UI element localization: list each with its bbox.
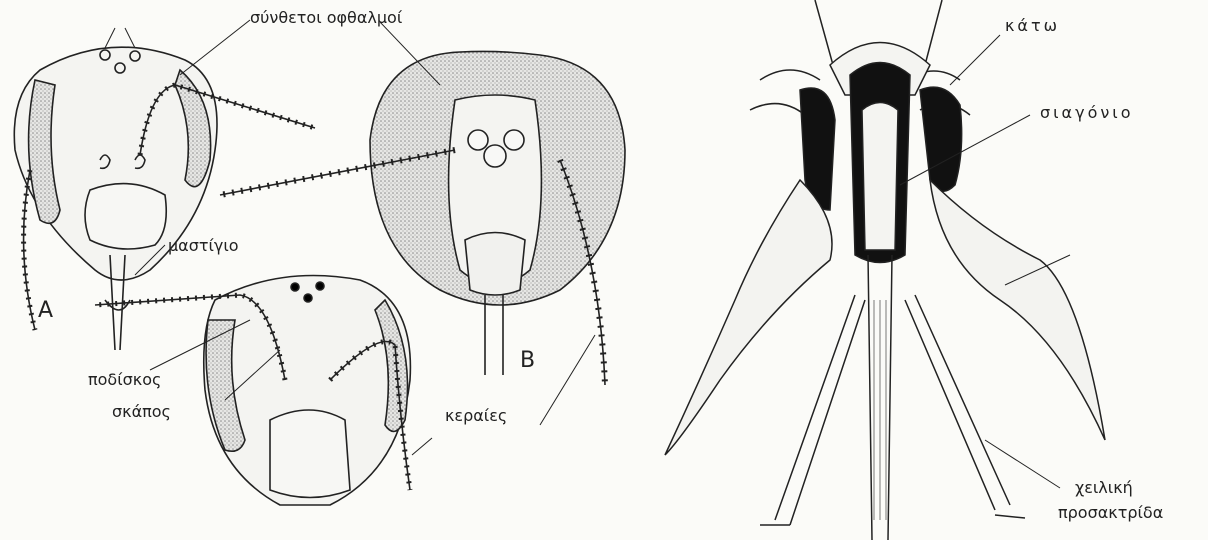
mouthparts-figure <box>665 0 1105 540</box>
label-flagellum: μαστίγιο <box>168 238 239 254</box>
ant-head-c <box>95 276 410 506</box>
label-pedicel: ποδίσκος <box>88 372 161 388</box>
label-fig-b: B <box>520 350 535 372</box>
label-antennae: κεραίες <box>445 408 507 424</box>
label-fig-a: A <box>38 300 53 322</box>
label-compound-eyes: σύνθετοι οφθαλμοί <box>250 10 402 26</box>
label-lower: κάτω <box>1005 18 1060 34</box>
label-labial: χειλική <box>1075 480 1133 496</box>
label-palp: προσακτρίδα <box>1058 505 1163 521</box>
label-maxilla: σιαγόνιο <box>1040 105 1134 121</box>
label-scape: σκάπος <box>112 404 171 420</box>
